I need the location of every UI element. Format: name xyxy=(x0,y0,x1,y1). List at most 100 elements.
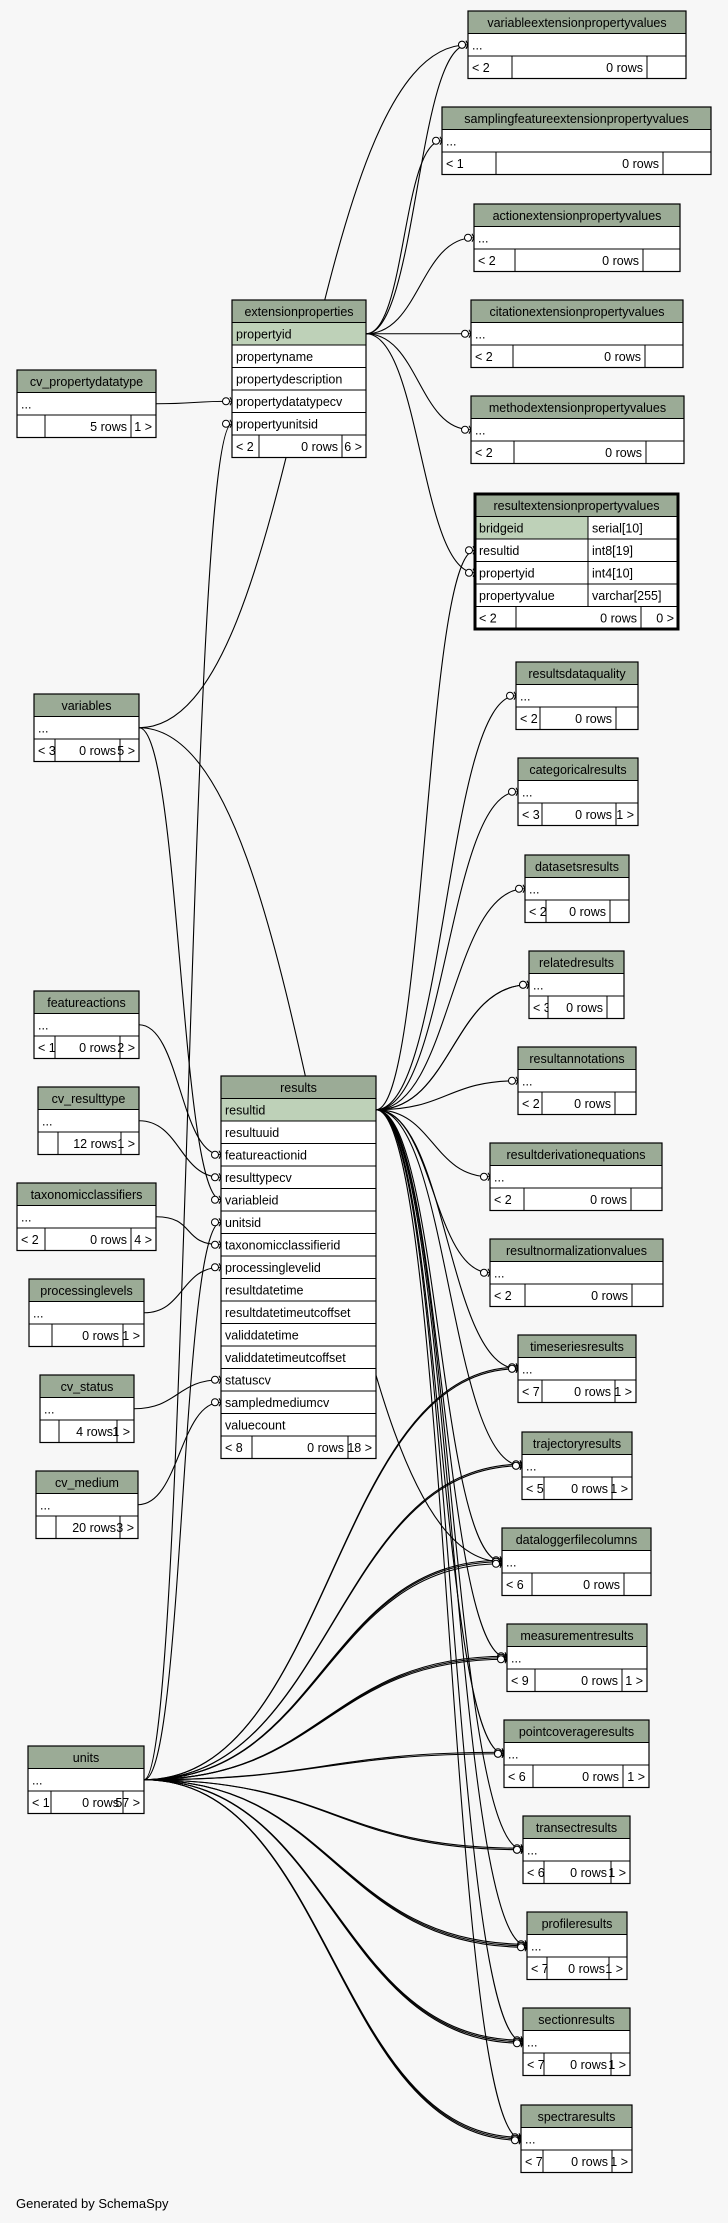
table-title: measurementresults xyxy=(520,1629,633,1643)
row-count-cell: 0 rows xyxy=(583,1578,620,1592)
column-name: propertyunitsid xyxy=(236,418,318,432)
table-samplingfeatureextensionpropertyvalues[interactable]: samplingfeatureextensionpropertyvalues..… xyxy=(441,106,712,176)
row-count-cell: < 2 xyxy=(472,61,490,75)
row-count-cell: < 7 xyxy=(527,2058,545,2072)
table-title: actionextensionpropertyvalues xyxy=(493,209,662,223)
table-title: samplingfeatureextensionpropertyvalues xyxy=(464,112,688,126)
row-count-cell: < 2 xyxy=(494,1289,512,1303)
row-count-cell: 0 rows xyxy=(591,1289,628,1303)
table-extensionproperties[interactable]: extensionpropertiespropertyidpropertynam… xyxy=(231,299,367,459)
table-title: variableextensionpropertyvalues xyxy=(487,16,666,30)
column-name: propertyid xyxy=(236,328,292,342)
row-count-cell: 0 rows xyxy=(622,157,659,171)
row-count-cell: < 9 xyxy=(511,1674,529,1688)
column-name: ... xyxy=(475,424,485,438)
column-type: varchar[255] xyxy=(592,589,661,603)
column-name: ... xyxy=(522,786,532,800)
row-count-cell: 3 > xyxy=(116,1521,134,1535)
row-count-cell: < 2 xyxy=(236,440,254,454)
row-count-cell: < 7 xyxy=(531,1962,549,1976)
row-count-cell: 0 rows xyxy=(606,61,643,75)
row-count-cell: 1 > xyxy=(610,1482,628,1496)
column-name: ... xyxy=(38,722,48,736)
row-count-cell: < 2 xyxy=(520,712,538,726)
column-name: ... xyxy=(527,1844,537,1858)
table-title: cv_status xyxy=(61,1380,114,1394)
table-title: dataloggerfilecolumns xyxy=(516,1533,638,1547)
column-name: ... xyxy=(472,39,482,53)
column-name: ... xyxy=(21,1211,31,1225)
row-count-cell: 0 rows xyxy=(568,1962,605,1976)
row-count-cell: 0 rows xyxy=(570,2058,607,2072)
column-name: ... xyxy=(446,135,456,149)
row-count-cell: 20 rows xyxy=(72,1521,116,1535)
table-results[interactable]: resultsresultidresultuuidfeatureactionid… xyxy=(220,1075,377,1460)
column-name: resultuuid xyxy=(225,1126,279,1140)
row-count-cell: 6 > xyxy=(344,440,362,454)
row-count-cell: < 3 xyxy=(522,808,540,822)
row-count-cell: < 7 xyxy=(525,2155,543,2169)
row-count-cell: < 2 xyxy=(529,905,547,919)
column-name: processinglevelid xyxy=(225,1261,321,1275)
table-title: citationextensionpropertyvalues xyxy=(489,305,664,319)
row-count-cell: 0 rows xyxy=(566,1001,603,1015)
column-name: validdatetime xyxy=(225,1329,299,1343)
row-count-cell: 0 rows xyxy=(571,1482,608,1496)
row-count-cell: 0 rows xyxy=(82,1329,119,1343)
column-name: resultdatetimeutcoffset xyxy=(225,1306,351,1320)
row-count-cell: 0 rows xyxy=(82,1796,119,1810)
column-name: propertyname xyxy=(236,350,313,364)
table-title: featureactions xyxy=(47,996,126,1010)
column-name: ... xyxy=(475,328,485,342)
table-title: transectresults xyxy=(536,1821,617,1835)
row-count-cell: < 1 xyxy=(38,1041,56,1055)
row-count-cell: < 1 xyxy=(446,157,464,171)
column-name: ... xyxy=(531,1940,541,1954)
column-name: ... xyxy=(478,232,488,246)
table-title: units xyxy=(73,1751,99,1765)
row-count-cell: 5 rows xyxy=(90,420,127,434)
row-count-cell: 0 rows xyxy=(582,1770,619,1784)
table-variableextensionpropertyvalues[interactable]: variableextensionpropertyvalues... < 2 0 r… xyxy=(467,10,687,80)
column-name: ... xyxy=(42,1115,52,1129)
table-title: variables xyxy=(61,699,111,713)
row-count-cell: < 2 xyxy=(522,1097,540,1111)
column-name: propertyid xyxy=(479,567,535,581)
column-name: ... xyxy=(494,1267,504,1281)
row-count-cell: 1 > xyxy=(608,2058,626,2072)
row-count-cell: 0 rows xyxy=(307,1441,344,1455)
row-count-cell: 0 rows xyxy=(590,1193,627,1207)
row-count-cell: < 5 xyxy=(526,1482,544,1496)
column-name: ... xyxy=(520,690,530,704)
row-count-cell: < 6 xyxy=(508,1770,526,1784)
